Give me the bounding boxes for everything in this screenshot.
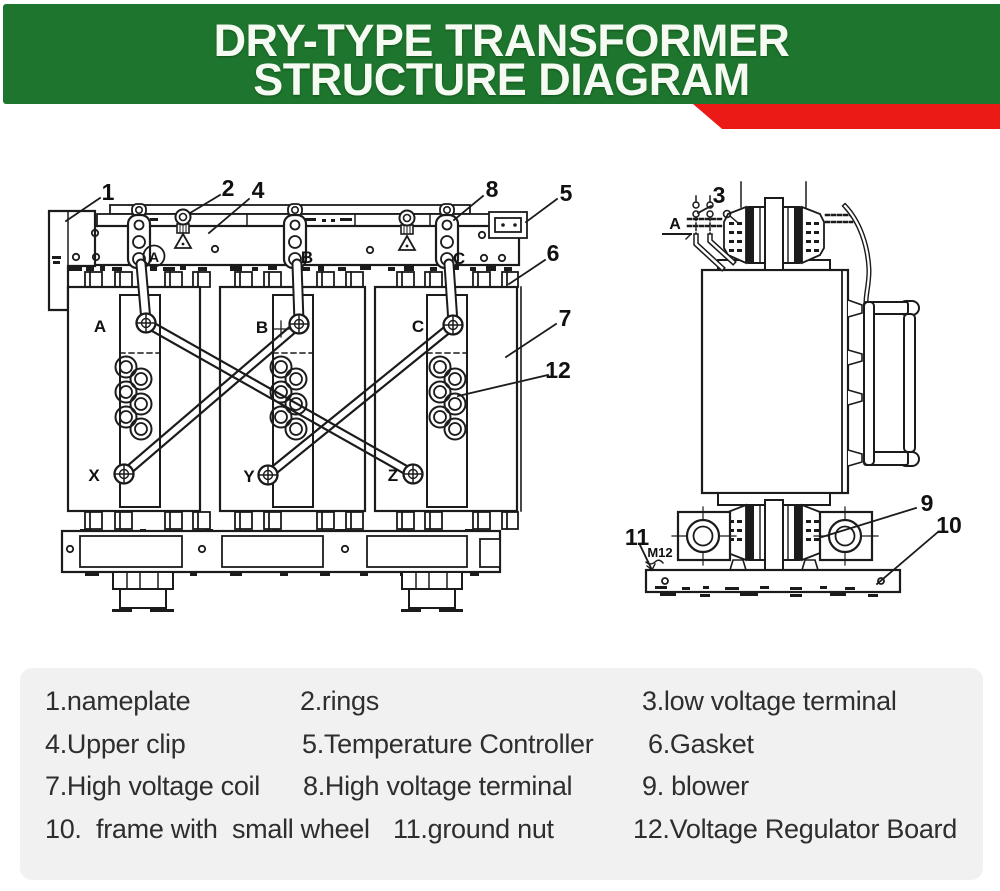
lv-terminal-studs bbox=[692, 195, 737, 272]
callout-7: 7 bbox=[559, 305, 572, 331]
red-ribbon-accent bbox=[693, 104, 1000, 129]
callout-1: 1 bbox=[102, 179, 115, 205]
terminal-x-label: X bbox=[88, 466, 100, 485]
lifting-ring-right bbox=[398, 209, 416, 235]
voltage-regulator-board-a bbox=[114, 355, 153, 441]
beam-phase-b: B bbox=[301, 248, 313, 267]
coil-phase-a: A bbox=[94, 317, 106, 336]
legend-item-2: 2.rings bbox=[300, 686, 379, 716]
bolt-size-label: M12 bbox=[647, 545, 672, 560]
bottom-frame bbox=[60, 529, 502, 576]
core-assembly-bottom bbox=[723, 499, 825, 571]
callout-12: 12 bbox=[545, 357, 571, 383]
hv-terminal-link-a bbox=[126, 203, 152, 327]
gasket-hatch-top bbox=[68, 266, 512, 271]
callout-2: 2 bbox=[222, 175, 235, 201]
legend-item-9: 9. blower bbox=[642, 771, 749, 801]
callout-4: 4 bbox=[252, 177, 265, 203]
duct-mount-tabs bbox=[846, 298, 863, 467]
legend-item-7: 7.High voltage coil bbox=[45, 771, 260, 801]
legend-item-1: 1.nameplate bbox=[45, 686, 191, 716]
section-a-label: A bbox=[669, 216, 681, 233]
base-plate bbox=[644, 568, 902, 597]
beam-holes bbox=[210, 230, 507, 263]
legend-item-10: 10. frame with small wheel bbox=[45, 814, 370, 844]
lifting-ring-left bbox=[174, 208, 192, 234]
terminal-circles bbox=[113, 312, 464, 486]
page-title: DRY-TYPE TRANSFORMER STRUCTURE DIAGRAM bbox=[3, 15, 1000, 105]
wheel-foot-right bbox=[401, 571, 463, 612]
callout-numbers: 1 2 4 8 5 6 7 12 3 9 10 11 bbox=[102, 175, 962, 550]
legend-item-5: 5.Temperature Controller bbox=[302, 729, 594, 759]
terminal-z-label: Z bbox=[388, 466, 398, 485]
title-line-1: DRY-TYPE TRANSFORMER bbox=[213, 15, 790, 66]
beam-phase-a: A bbox=[149, 249, 159, 265]
legend-item-6: 6.Gasket bbox=[648, 729, 754, 759]
warning-triangle-right bbox=[397, 234, 417, 251]
title-line-2: STRUCTURE DIAGRAM bbox=[253, 54, 750, 105]
callout-5: 5 bbox=[560, 180, 573, 206]
warning-triangle-left bbox=[173, 232, 193, 249]
blower-duct-panel bbox=[863, 300, 920, 467]
legend-item-4: 4.Upper clip bbox=[45, 729, 186, 759]
legend-item-11: 11.ground nut bbox=[393, 814, 554, 844]
terminal-y-label: Y bbox=[243, 467, 255, 486]
callout-9: 9 bbox=[921, 490, 934, 516]
legend-item-12: 12.Voltage Regulator Board bbox=[633, 814, 957, 844]
callout-3: 3 bbox=[713, 182, 726, 208]
voltage-regulator-board-b bbox=[269, 355, 308, 441]
coil-phase-c: C bbox=[412, 317, 424, 336]
callout-6: 6 bbox=[547, 240, 560, 266]
callout-8: 8 bbox=[486, 176, 499, 202]
tank-body bbox=[700, 259, 850, 506]
side-callout-lines bbox=[638, 204, 940, 586]
phase-letters: A B C A B C X Y Z bbox=[88, 244, 465, 486]
header-banner: DRY-TYPE TRANSFORMER STRUCTURE DIAGRAM bbox=[3, 4, 1000, 104]
core-assembly-top bbox=[686, 181, 854, 271]
blower-left bbox=[671, 506, 737, 566]
flexible-cable bbox=[841, 202, 872, 305]
side-view: A M12 bbox=[638, 181, 940, 597]
legend-panel: 1.nameplate 2.rings 3.low voltage termin… bbox=[20, 668, 983, 880]
hv-terminal-link-c bbox=[434, 203, 460, 329]
beam-phase-c: C bbox=[453, 249, 465, 268]
delta-connection-bars bbox=[119, 318, 458, 480]
voltage-regulator-board-c bbox=[428, 355, 467, 441]
hv-terminal-link-b bbox=[282, 203, 308, 328]
temperature-controller bbox=[488, 211, 528, 239]
wheel-foot-left bbox=[112, 571, 174, 612]
callout-11: 11 bbox=[625, 524, 650, 550]
front-callout-lines bbox=[64, 193, 559, 398]
spacer-blocks-bottom bbox=[84, 511, 519, 530]
legend-item-8: 8.High voltage terminal bbox=[303, 771, 573, 801]
legend-item-3: 3.low voltage terminal bbox=[642, 686, 897, 716]
front-view: A B C A B C X Y Z bbox=[47, 193, 559, 612]
callout-10: 10 bbox=[936, 512, 962, 538]
coil-phase-b: B bbox=[256, 318, 268, 337]
